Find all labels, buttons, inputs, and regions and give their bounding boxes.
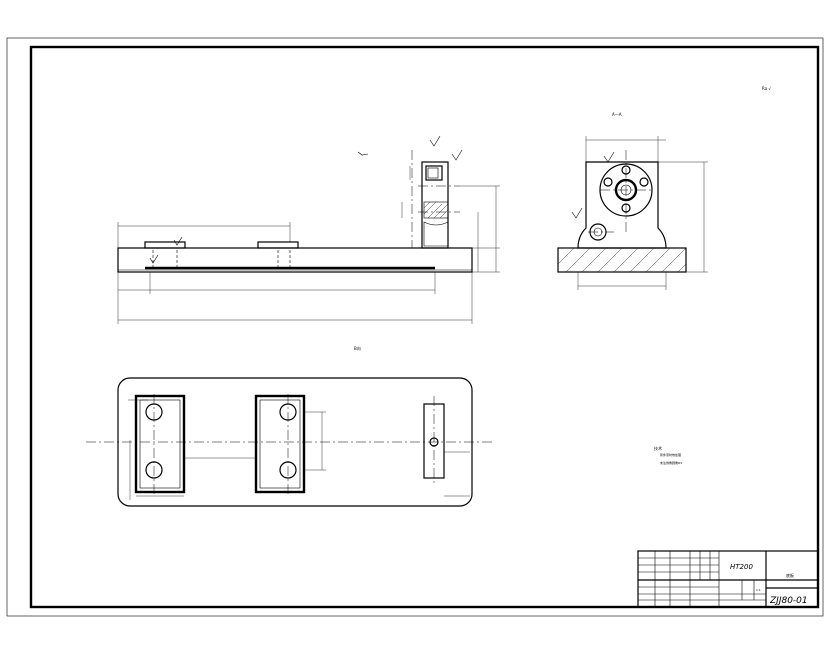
section-a-view: A—A [557, 112, 708, 290]
notes-heading: 技术 [654, 445, 662, 451]
sheet-border-outer [6, 37, 824, 617]
drawing-number: ZJJ80-01 [769, 596, 808, 606]
front-view [117, 135, 500, 324]
sheet-frame-inner [29, 45, 820, 609]
material-label: HT200 [730, 563, 753, 571]
bracket-hatch [423, 201, 449, 219]
view-b: B向 [86, 345, 492, 507]
part-name-label: 底板 [786, 572, 794, 578]
section-a-hatch [557, 247, 687, 273]
roughness-note: Ra √ [762, 86, 771, 91]
technical-notes: 技术 铸件须时效处理 未注倒角圆角R3 [654, 445, 682, 465]
notes-line-2: 未注倒角圆角R3 [660, 460, 682, 465]
section-a-label: A—A [612, 112, 622, 117]
title-block: HT200 底板 1:1 ZJJ80-01 [637, 550, 819, 608]
view-b-label: B向 [354, 345, 361, 351]
scale-label: 1:1 [756, 588, 761, 592]
notes-line-1: 铸件须时效处理 [660, 452, 681, 457]
